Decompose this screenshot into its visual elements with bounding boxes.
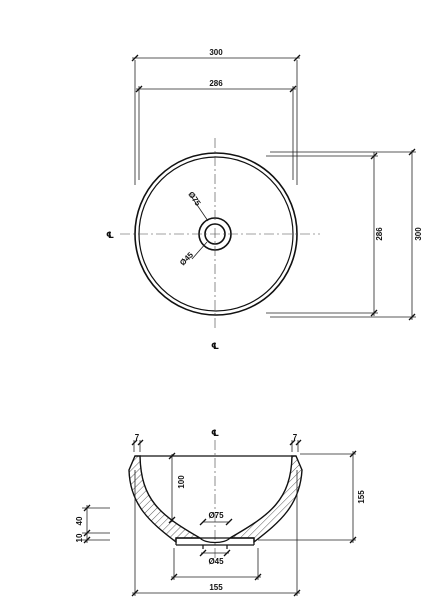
callout-drain-outer: Ø75 xyxy=(186,190,209,222)
basin-wall-left-section xyxy=(128,455,203,544)
callout-drain-inner: Ø45 xyxy=(178,241,208,267)
label-base-40: 40 xyxy=(75,516,84,525)
label-300-top: 300 xyxy=(209,48,223,57)
label-rim-left: 7 xyxy=(135,433,140,442)
label-height-155: 155 xyxy=(357,490,366,504)
side-view: ℄ 7 7 xyxy=(75,428,366,597)
label-300-side: 300 xyxy=(414,227,423,241)
callout-drain-outer-side: Ø75 xyxy=(199,511,233,526)
label-286-top: 286 xyxy=(209,79,223,88)
top-view: 300 286 ℄ ℄ Ø75 Ø45 xyxy=(106,48,423,351)
label-rim-right: 7 xyxy=(293,433,298,442)
centerline-symbol-bottom: ℄ xyxy=(211,341,219,351)
dim-rim-right: 7 xyxy=(289,433,302,452)
dim-base-width xyxy=(170,548,262,581)
dim-base-stack: 40 10 xyxy=(75,504,110,544)
label-dia45-side: Ø45 xyxy=(208,557,224,566)
label-dia75-top: Ø75 xyxy=(186,190,202,208)
dim-inner-width: 286 xyxy=(135,79,297,180)
centerline-symbol-left: ℄ xyxy=(106,230,114,240)
label-286-side: 286 xyxy=(375,227,384,241)
label-foot-10: 10 xyxy=(75,533,84,542)
label-dia75-side: Ø75 xyxy=(208,511,224,520)
dim-outer-height: 300 xyxy=(270,148,423,321)
dim-outer-width: 300 xyxy=(131,48,301,185)
dim-total-height: 155 xyxy=(258,450,366,544)
dim-rim-left: 7 xyxy=(131,433,144,452)
dim-overall-bottom: 155 xyxy=(131,470,301,597)
centerline-symbol-side: ℄ xyxy=(211,428,219,438)
label-depth-100: 100 xyxy=(177,475,186,489)
basin-wall-right-section xyxy=(227,455,303,544)
dim-inner-depth: 100 xyxy=(168,452,186,524)
label-width-155: 155 xyxy=(209,583,223,592)
drain-neck xyxy=(199,537,231,544)
label-dia45-top: Ø45 xyxy=(178,250,195,267)
callout-drain-inner-side: Ø45 xyxy=(199,549,231,566)
dim-inner-height: 286 xyxy=(266,152,384,317)
